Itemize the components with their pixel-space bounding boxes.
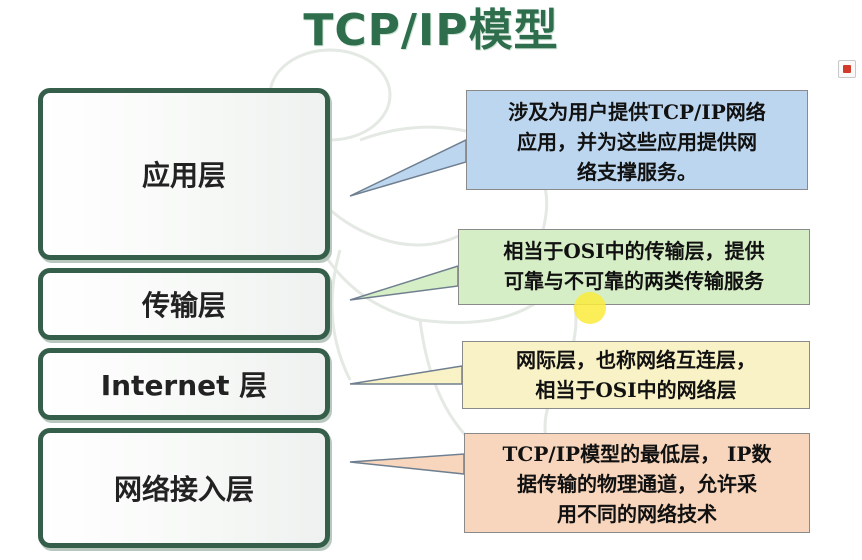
callout-transport: 相当于OSI中的传输层，提供 可靠与不可靠的两类传输服务 [458,229,810,305]
layer-internet-label: Internet 层 [100,369,268,402]
callout-application-line: 涉及为用户提供TCP/IP网络 [508,100,766,124]
callout-application-line: 应用，并为这些应用提供网 [517,130,757,154]
layer-network-access: 网络接入层 [38,428,330,548]
callout-application-line: 络支撑服务。 [577,160,697,184]
layer-transport: 传输层 [38,268,330,340]
callout-transport-line: 相当于OSI中的传输层，提供 [503,239,765,263]
page-title: TCP/IP模型 [303,5,559,56]
layer-application-label: 应用层 [141,159,226,192]
callout-network-access-line: 用不同的网络技术 [557,502,717,526]
callout-tail-transport [349,264,459,301]
layer-transport-label: 传输层 [141,289,226,322]
layer-application: 应用层 [38,88,330,260]
slide-marker-icon [838,60,856,78]
callout-tail-internet [349,365,463,385]
callout-transport-line: 可靠与不可靠的两类传输服务 [504,269,764,293]
layer-internet: Internet 层 [38,348,330,420]
callout-internet-line: 网际层，也称网络互连层， [516,348,756,372]
callout-internet: 网际层，也称网络互连层， 相当于OSI中的网络层 [462,341,810,409]
layer-network-access-label: 网络接入层 [113,473,254,506]
callout-internet-line: 相当于OSI中的网络层 [535,378,737,402]
callout-application: 涉及为用户提供TCP/IP网络 应用，并为这些应用提供网 络支撑服务。 [466,90,808,190]
callout-network-access-line: TCP/IP模型的最低层， IP数 [502,442,772,466]
callout-tail-network-access [349,453,465,475]
callout-network-access-line: 据传输的物理通道，允许采 [517,472,757,496]
callout-network-access: TCP/IP模型的最低层， IP数 据传输的物理通道，允许采 用不同的网络技术 [464,433,810,533]
laser-pointer-icon [574,292,606,324]
callout-tail-application [349,138,467,197]
